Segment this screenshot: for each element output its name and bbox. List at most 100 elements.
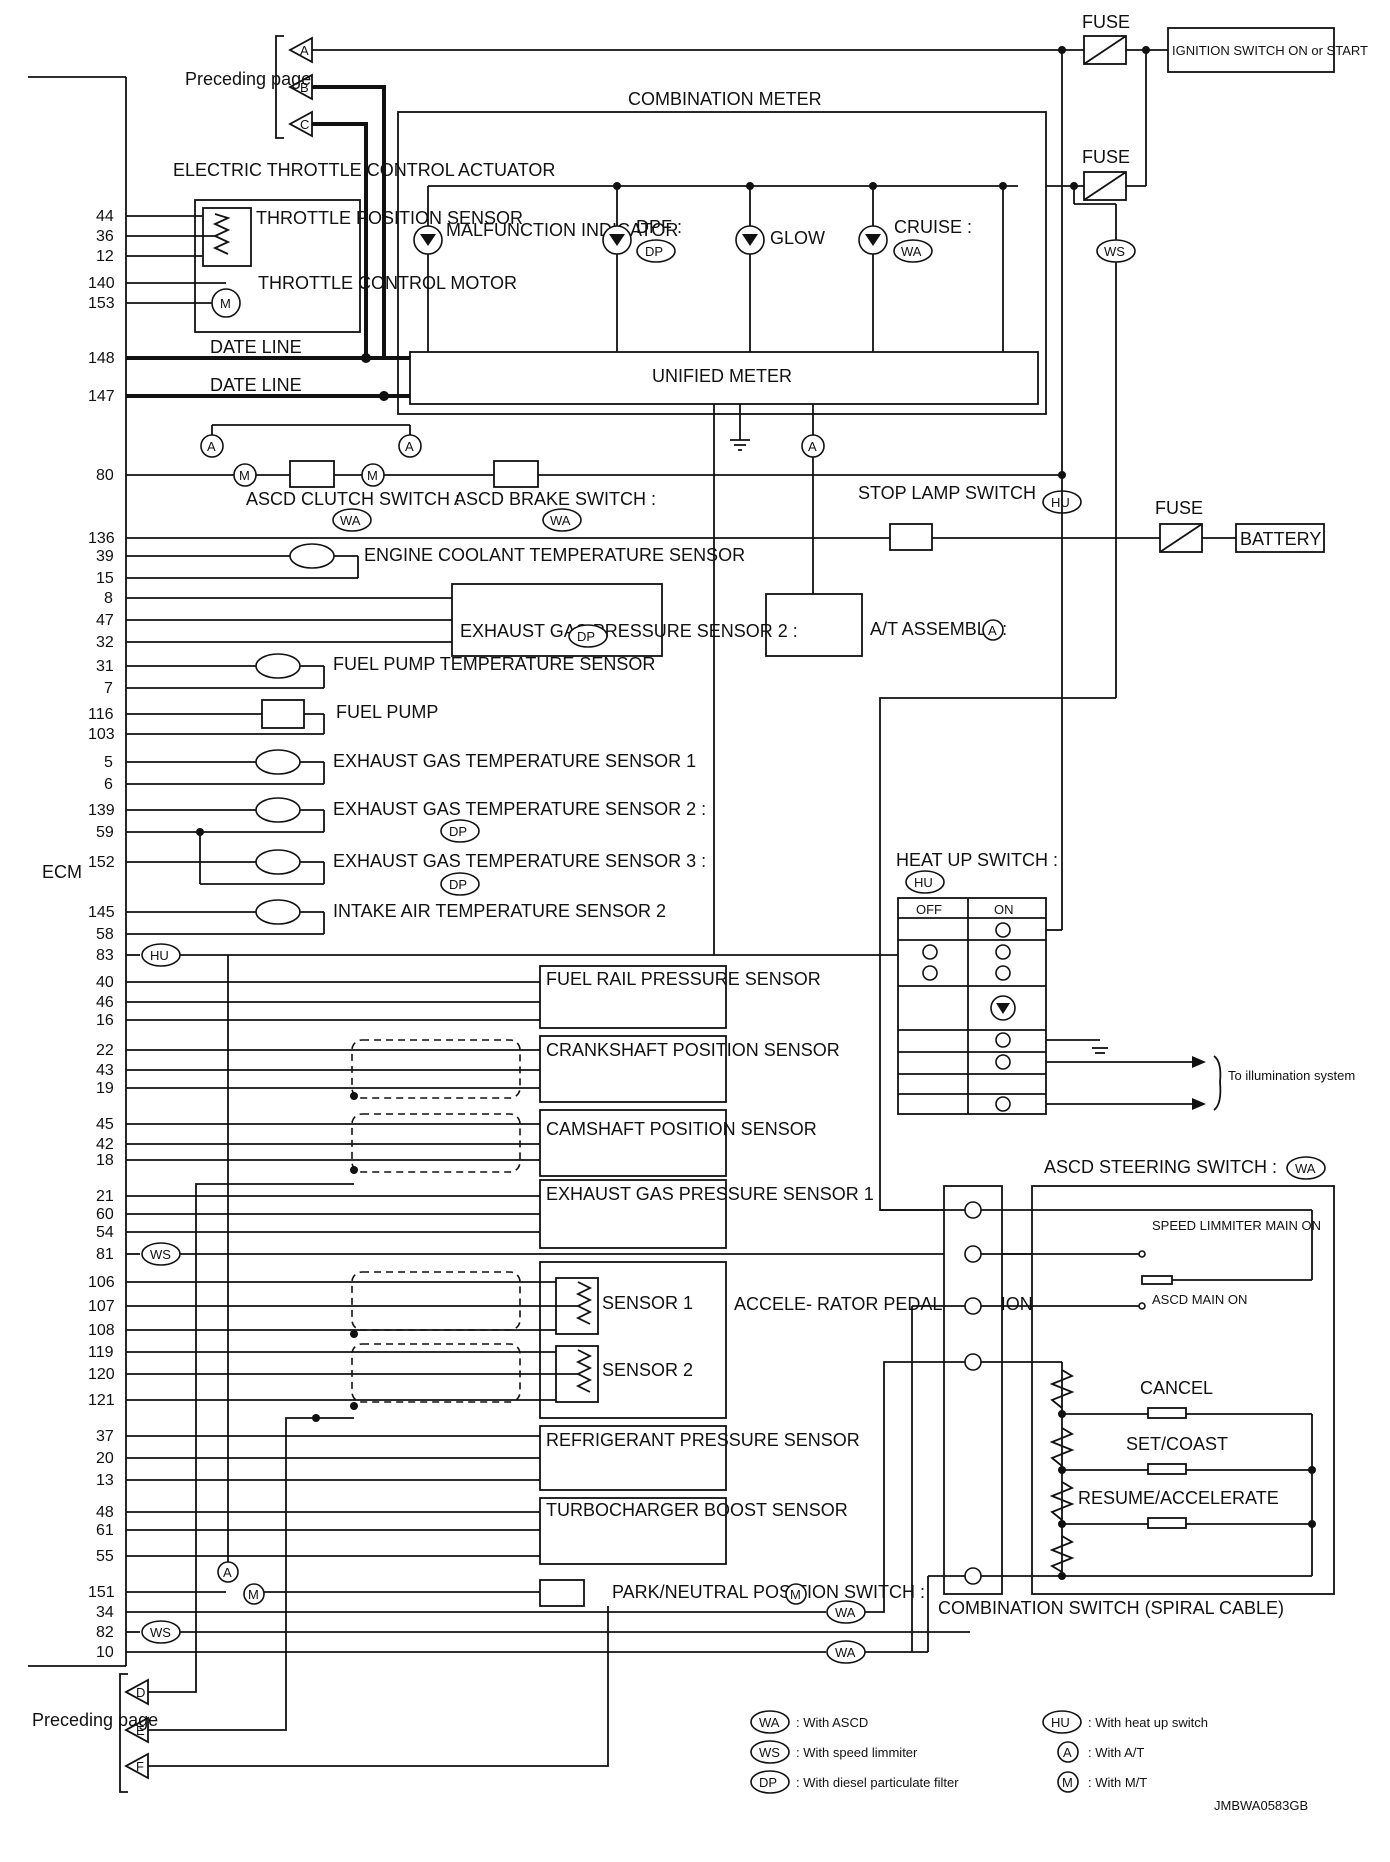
at-assembly: A/T ASSEMBLY : A	[765, 593, 1007, 657]
pin: 34	[96, 1604, 114, 1621]
electric-throttle-actuator: ELECTRIC THROTTLE CONTROL ACTUATOR THROT…	[126, 160, 555, 333]
pin: 21	[96, 1188, 114, 1205]
ect-label: ENGINE COOLANT TEMPERATURE SENSOR	[364, 545, 745, 565]
ignition-switch-label: IGNITION SWITCH ON or START	[1172, 43, 1368, 58]
svg-text:WA: WA	[759, 1715, 780, 1730]
svg-text:M: M	[1062, 1775, 1073, 1790]
svg-text:WS: WS	[150, 1625, 171, 1640]
svg-text:WS: WS	[759, 1745, 780, 1760]
date-line-label-2: DATE LINE	[210, 375, 302, 395]
pin: 36	[96, 228, 114, 245]
svg-text:WA: WA	[1295, 1161, 1316, 1176]
svg-text:M: M	[367, 468, 378, 483]
pin: 120	[88, 1366, 115, 1383]
egp1-label: EXHAUST GAS PRESSURE SENSOR 1	[546, 1184, 874, 1204]
throttle-position-sensor-label: THROTTLE POSITION SENSOR	[256, 208, 523, 228]
resume-accelerate-label: RESUME/ACCELERATE	[1078, 1488, 1279, 1508]
pnp-label: PARK/NEUTRAL POSITION SWITCH :	[612, 1582, 925, 1602]
pin: 61	[96, 1522, 114, 1539]
pin: 44	[96, 208, 114, 225]
speed-limiter-label: SPEED LIMMITER MAIN ON	[1152, 1218, 1321, 1233]
legend-dp: : With diesel particulate filter	[796, 1775, 959, 1790]
svg-text:A: A	[1063, 1745, 1072, 1760]
svg-text:HU: HU	[150, 948, 169, 963]
heat-up-on-label: ON	[994, 902, 1014, 917]
diagram-code: JMBWA0583GB	[1214, 1798, 1308, 1813]
sensor-column: ENGINE COOLANT TEMPERATURE SENSOR EXHAUS…	[126, 543, 1142, 1664]
connector-e-label: E	[136, 1723, 145, 1738]
preceding-page-label-top: Preceding page	[185, 69, 311, 89]
legend-a: : With A/T	[1088, 1745, 1144, 1760]
pin: 82	[96, 1624, 114, 1641]
pin: 121	[88, 1392, 115, 1409]
pin: 18	[96, 1152, 114, 1169]
cruise-label: CRUISE :	[894, 217, 972, 237]
crankshaft-label: CRANKSHAFT POSITION SENSOR	[546, 1040, 840, 1060]
fuse-label-top: FUSE	[1082, 12, 1130, 32]
pin-numbers: 44 36 12 140 153 148 147 80 136 39 15 8 …	[88, 208, 115, 1661]
pin: 5	[104, 754, 113, 771]
svg-text:WS: WS	[150, 1247, 171, 1262]
svg-text:WA: WA	[340, 513, 361, 528]
pin: 81	[96, 1246, 114, 1263]
sensor1-label: SENSOR 1	[602, 1293, 693, 1313]
legend-hu: : With heat up switch	[1088, 1715, 1208, 1730]
turbo-label: TURBOCHARGER BOOST SENSOR	[546, 1500, 848, 1520]
dpf-label: DPF :	[636, 217, 682, 237]
pin: 32	[96, 634, 114, 651]
svg-text:A: A	[223, 1565, 232, 1580]
preceding-page-top: A B C Preceding page	[185, 35, 313, 139]
combination-switch-label: COMBINATION SWITCH (SPIRAL CABLE)	[938, 1598, 1284, 1618]
pin: 48	[96, 1504, 114, 1521]
to-illumination-label: To illumination system	[1228, 1068, 1355, 1083]
svg-text:WA: WA	[550, 513, 571, 528]
pin: 13	[96, 1472, 114, 1489]
connector-a-label: A	[300, 43, 309, 58]
pin: 54	[96, 1224, 114, 1241]
cancel-label: CANCEL	[1140, 1378, 1213, 1398]
svg-text:DP: DP	[645, 244, 663, 259]
egt2-label: EXHAUST GAS TEMPERATURE SENSOR 2 :	[333, 799, 706, 819]
pin: 147	[88, 388, 115, 405]
svg-text:WA: WA	[835, 1605, 856, 1620]
stop-lamp-switch-label: STOP LAMP SWITCH	[858, 483, 1036, 503]
sensor2-label: SENSOR 2	[602, 1360, 693, 1380]
legend-m: : With M/T	[1088, 1775, 1147, 1790]
pin: 20	[96, 1450, 114, 1467]
stop-lamp-circuit: STOP LAMP SWITCH FUSE BATTERY	[126, 483, 1325, 553]
ascd-steering-switch: ASCD STEERING SWITCH : WA SPEED LIMMITER…	[865, 1156, 1335, 1652]
svg-text:A: A	[988, 623, 997, 638]
ecm-label: ECM	[42, 862, 82, 882]
pin: 19	[96, 1080, 114, 1097]
app-label: ACCELE- RATOR PEDAL POSITION SENSOR	[734, 1294, 1114, 1314]
preceding-page-bottom: D E F Preceding page	[32, 955, 609, 1793]
pin: 46	[96, 994, 114, 1011]
svg-text:WA: WA	[835, 1645, 856, 1660]
svg-text:HU: HU	[914, 875, 933, 890]
pin: 10	[96, 1644, 114, 1661]
pin: 15	[96, 570, 114, 587]
connector-d-label: D	[136, 1685, 145, 1700]
pin: 22	[96, 1042, 114, 1059]
fuel-rail-label: FUEL RAIL PRESSURE SENSOR	[546, 969, 821, 989]
svg-text:DP: DP	[577, 629, 595, 644]
svg-text:WS: WS	[1104, 244, 1125, 259]
svg-text:DP: DP	[759, 1775, 777, 1790]
fuel-pump-label: FUEL PUMP	[336, 702, 438, 722]
pin: 151	[88, 1584, 115, 1601]
pin: 59	[96, 824, 114, 841]
pin: 103	[88, 726, 115, 743]
date-line-label-1: DATE LINE	[210, 337, 302, 357]
svg-text:DP: DP	[449, 824, 467, 839]
ascd-steering-switch-label: ASCD STEERING SWITCH :	[1044, 1157, 1277, 1177]
camshaft-label: CAMSHAFT POSITION SENSOR	[546, 1119, 817, 1139]
lamp-glow: GLOW	[735, 225, 825, 352]
pin: 6	[104, 776, 113, 793]
heat-up-off-label: OFF	[916, 902, 942, 917]
fuse-label-battery: FUSE	[1155, 498, 1203, 518]
egp2-label: EXHAUST GAS PRESSURE SENSOR 2 :	[460, 621, 798, 641]
legend-ws: : With speed limmiter	[796, 1745, 918, 1760]
unified-meter-label: UNIFIED METER	[652, 366, 792, 386]
pin: 43	[96, 1062, 114, 1079]
ecm-block: ECM	[28, 76, 127, 1667]
